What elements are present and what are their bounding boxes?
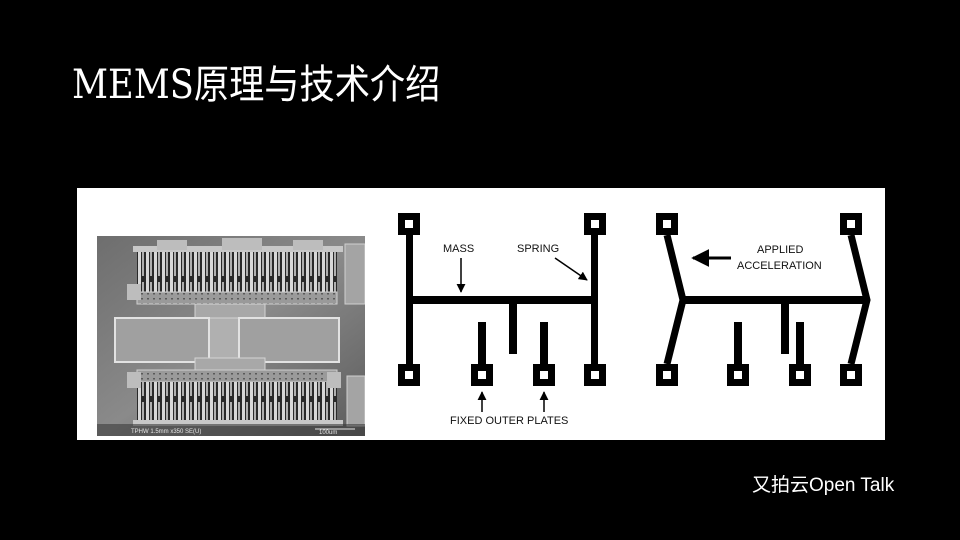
sem-micrograph: TPHW 1.5mm x350 SE(U) 100um xyxy=(97,236,365,436)
label-fixed-outer-plates: FIXED OUTER PLATES xyxy=(450,415,568,427)
accelerometer-schematic: MASS SPRING FIXED OUTER PLATES xyxy=(398,213,871,427)
slide-title: MEMS原理与技术介绍 xyxy=(72,62,441,108)
spring-left-deflected xyxy=(663,234,687,365)
spring-left xyxy=(406,235,413,364)
fixed-plate-left-accel xyxy=(727,322,749,386)
anchor-bottom-right xyxy=(584,364,606,386)
anchor-bottom-right-accel xyxy=(840,364,862,386)
footer-brand: 又拍云Open Talk xyxy=(752,475,895,496)
schematic-at-rest: MASS SPRING FIXED OUTER PLATES xyxy=(398,213,606,427)
anchor-top-right-accel xyxy=(840,213,862,235)
mass-finger xyxy=(509,304,517,354)
sem-scale-label: 100um xyxy=(319,430,337,436)
mass-finger-displaced xyxy=(781,304,789,354)
label-spring: SPRING xyxy=(517,243,559,255)
label-acceleration: ACCELERATION xyxy=(737,260,822,272)
spring-right xyxy=(591,235,598,364)
label-mass: MASS xyxy=(443,243,474,255)
figure-panel: TPHW 1.5mm x350 SE(U) 100um xyxy=(77,188,885,440)
anchor-bottom-left-accel xyxy=(656,364,678,386)
label-applied: APPLIED xyxy=(757,244,804,256)
fixed-plate-right-accel xyxy=(789,322,811,386)
anchor-top-right xyxy=(584,213,606,235)
anchor-top-left xyxy=(398,213,420,235)
anchor-top-left-accel xyxy=(656,213,678,235)
anchor-bottom-left xyxy=(398,364,420,386)
schematic-accelerated: APPLIED ACCELERATION xyxy=(656,213,871,386)
sem-caption: TPHW 1.5mm x350 SE(U) xyxy=(131,429,201,435)
fixed-plate-left xyxy=(471,322,493,386)
fixed-plate-right xyxy=(533,322,555,386)
proof-mass-displaced xyxy=(681,296,865,304)
proof-mass xyxy=(413,296,591,304)
spring-right-deflected xyxy=(847,234,871,365)
